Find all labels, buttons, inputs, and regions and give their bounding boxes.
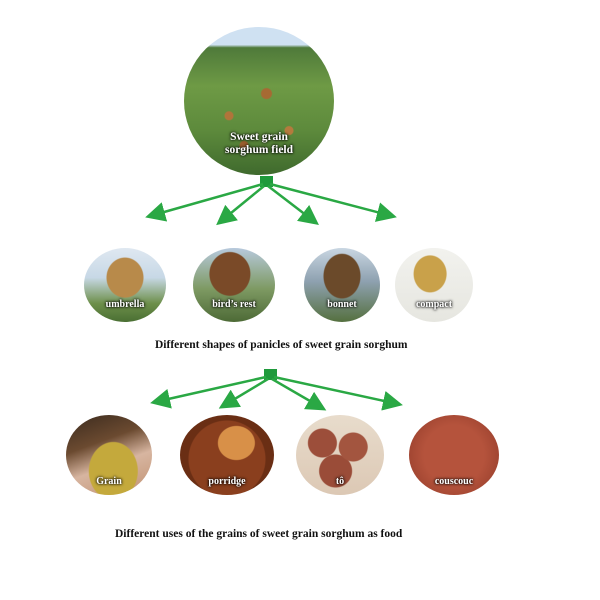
arrow-to-to <box>271 377 327 411</box>
panicle-label: compact <box>415 298 453 310</box>
arrow-to-birds-rest <box>216 185 265 226</box>
use-porridge-photo: porridge <box>180 415 274 495</box>
sorghum-field-photo: Sweet grain sorghum field <box>184 27 334 175</box>
sorghum-field-label: Sweet grain sorghum field <box>225 131 293 157</box>
use-label: tô <box>335 475 345 487</box>
arrow-to-compact <box>269 182 397 222</box>
use-to-photo: tô <box>296 415 384 495</box>
panicles-caption: Different shapes of panicles of sweet gr… <box>155 339 408 351</box>
use-couscouc-photo: couscouc <box>409 415 499 495</box>
panicle-label: bonnet <box>327 298 357 310</box>
arrow-to-umbrella <box>145 182 264 222</box>
panicle-compact-photo: compact <box>395 248 473 322</box>
field-label-line2: sorghum field <box>224 143 294 156</box>
uses-caption: Different uses of the grains of sweet gr… <box>115 528 403 540</box>
branch-node-top <box>260 176 273 187</box>
panicle-label: umbrella <box>105 298 145 310</box>
arrow-to-couscouc <box>273 375 403 411</box>
use-label: porridge <box>208 475 246 487</box>
use-label: Grain <box>96 475 122 487</box>
arrow-to-grain <box>150 375 267 409</box>
panicle-birds-rest-photo: bird’s rest <box>193 248 275 322</box>
use-label: couscouc <box>434 475 474 487</box>
arrow-to-porridge <box>218 377 269 409</box>
panicle-label: bird’s rest <box>212 298 256 310</box>
panicle-umbrella-photo: umbrella <box>84 248 166 322</box>
arrow-to-bonnet <box>267 185 319 226</box>
field-label-line1: Sweet grain <box>230 130 288 143</box>
branch-node-bottom <box>264 369 277 380</box>
use-grain-photo: Grain <box>66 415 152 495</box>
panicle-bonnet-photo: bonnet <box>304 248 380 322</box>
